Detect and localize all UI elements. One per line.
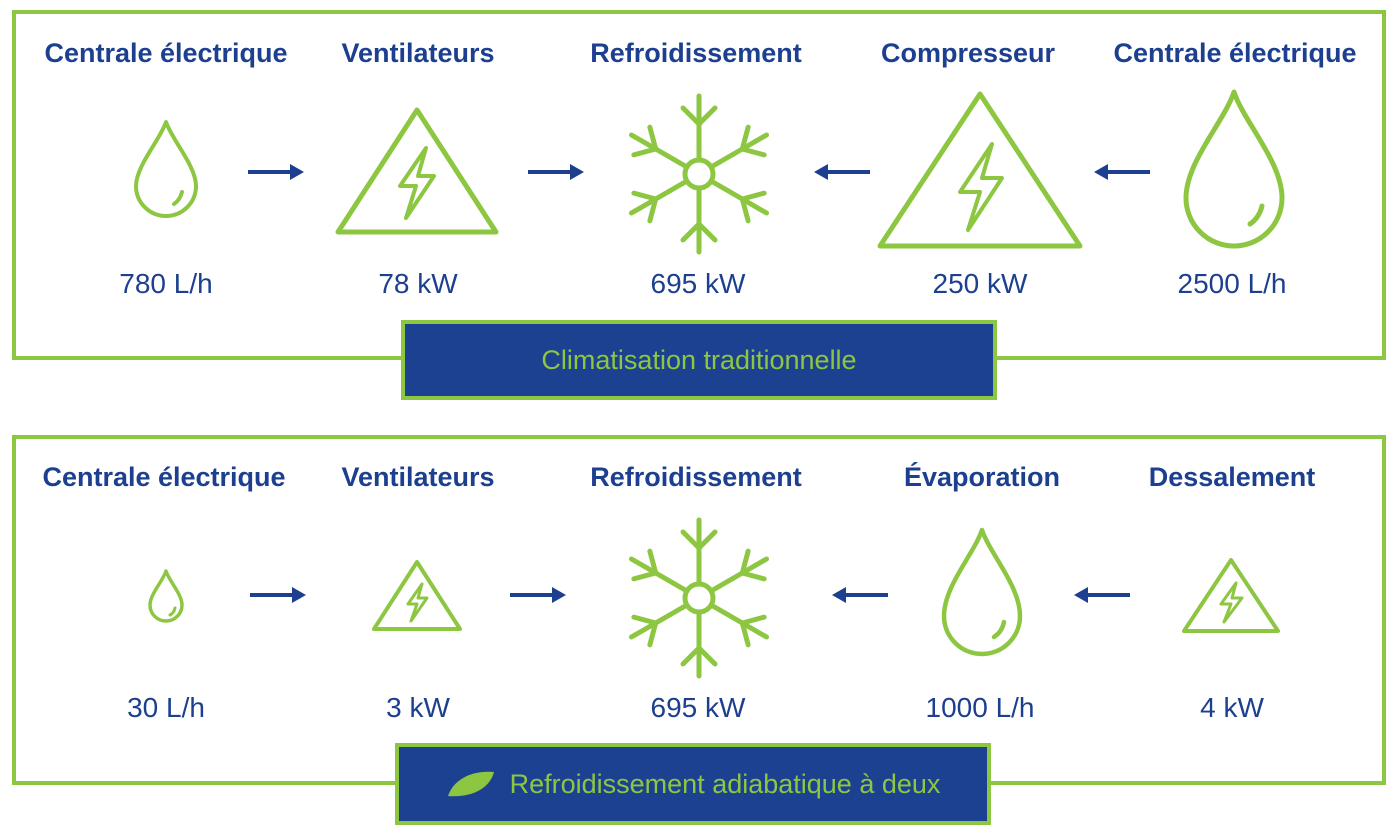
leaf-icon (447, 771, 494, 797)
trad-title-4: Compresseur (880, 38, 1056, 68)
snowflake-icon (628, 517, 770, 679)
traditional-banner-label: Climatisation traditionnelle (541, 344, 857, 375)
adia-title-2: Ventilateurs (341, 462, 495, 492)
water-drop-icon (941, 527, 1023, 657)
arrow-left-icon (814, 164, 870, 180)
trad-value-5: 2500 L/h (1177, 268, 1287, 299)
arrow-left-icon (832, 587, 888, 603)
trad-value-4: 250 kW (932, 268, 1028, 299)
traditional-banner: Climatisation traditionnelle (401, 320, 997, 400)
adia-value-2: 3 kW (386, 692, 450, 723)
adia-value-1: 30 L/h (127, 692, 205, 723)
trad-value-3: 695 kW (650, 268, 746, 299)
trad-title-2: Ventilateurs (341, 38, 495, 68)
adia-title-5: Dessalement (1148, 462, 1316, 492)
trad-title-3: Refroidissement (590, 38, 802, 68)
adia-value-5: 4 kW (1200, 692, 1264, 723)
arrow-right-icon (528, 164, 584, 180)
trad-value-1: 780 L/h (119, 268, 213, 299)
arrow-left-icon (1074, 587, 1130, 603)
lightning-warning-icon (877, 91, 1083, 249)
arrow-right-icon (510, 587, 566, 603)
arrow-right-icon (248, 164, 304, 180)
lightning-warning-icon (335, 107, 499, 235)
trad-title-1: Centrale électrique (44, 38, 288, 68)
water-drop-icon (1183, 89, 1285, 249)
adiabatic-banner: Refroidissement adiabatique à deux (395, 743, 991, 825)
adia-title-3: Refroidissement (590, 462, 802, 492)
snowflake-icon (628, 93, 770, 255)
adia-value-4: 1000 L/h (925, 692, 1035, 723)
adia-title-1: Centrale électrique (42, 462, 286, 492)
arrow-right-icon (250, 587, 306, 603)
adia-title-4: Évaporation (903, 462, 1061, 492)
adiabatic-banner-label: Refroidissement adiabatique à deux (509, 768, 941, 799)
lightning-warning-icon (372, 560, 462, 631)
water-drop-icon (134, 120, 198, 218)
arrow-left-icon (1094, 164, 1150, 180)
adia-value-3: 695 kW (650, 692, 746, 723)
trad-title-5: Centrale électrique (1113, 38, 1357, 68)
water-drop-icon (148, 569, 184, 623)
lightning-warning-icon (1182, 558, 1280, 633)
trad-value-2: 78 kW (378, 268, 458, 299)
